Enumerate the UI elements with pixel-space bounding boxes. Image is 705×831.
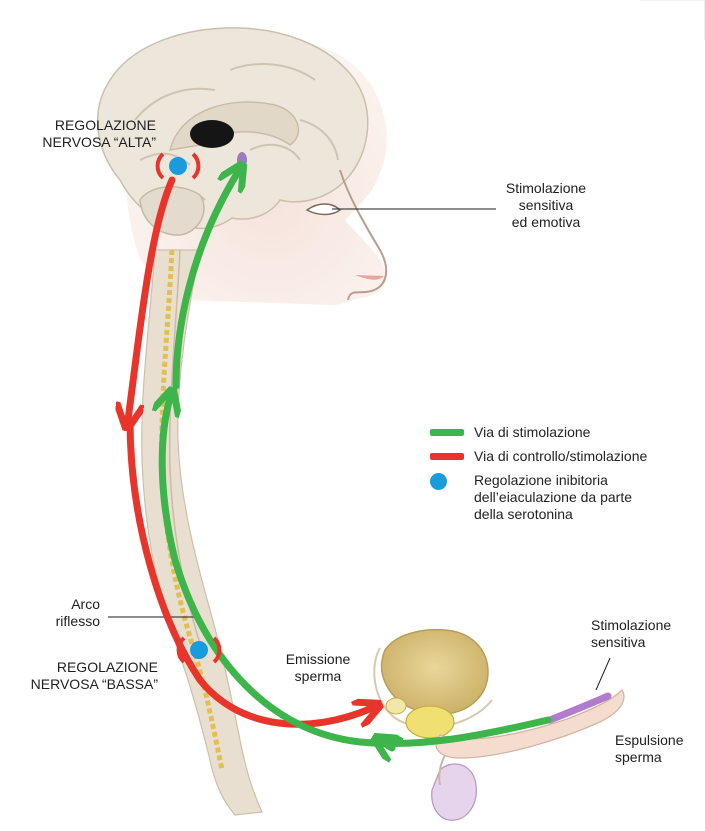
label-sperm-expulsion: Espulsione sperma: [615, 732, 703, 766]
prostate: [406, 706, 454, 738]
legend-label: Regolazione inibitoria: [474, 472, 632, 489]
label-lower-regulation: REGOLAZIONE NERVOSA “BASSA”: [4, 659, 158, 693]
legend-label: dell’eiaculazione da parte: [474, 489, 632, 506]
legend-label: Via di stimolazione: [474, 424, 590, 441]
testis: [432, 764, 477, 820]
label-sensory-emotional: Stimolazione sensitiva ed emotiva: [496, 180, 596, 231]
legend-item-serotonin: Regolazione inibitoria dell’eiaculazione…: [430, 472, 647, 523]
legend-label: Via di controllo/stimolazione: [474, 448, 647, 465]
label-sensory-stimulation: Stimolazione sensitiva: [591, 617, 701, 651]
legend: Via di stimolazione Via di controllo/sti…: [430, 424, 647, 530]
lower-serotonin-dot: [190, 641, 208, 659]
legend-item-control: Via di controllo/stimolazione: [430, 448, 647, 465]
red-line-swatch: [430, 453, 464, 460]
pelvic-illustration: [374, 630, 624, 821]
blue-dot-icon: [430, 473, 447, 490]
hypothalamus-spot: [237, 152, 247, 168]
legend-item-stimulation: Via di stimolazione: [430, 424, 647, 441]
label-reflex-arc: Arco riflesso: [20, 596, 100, 630]
page-corner: [640, 0, 705, 40]
label-upper-regulation: REGOLAZIONE NERVOSA “ALTA”: [6, 117, 156, 151]
brain-ventricle: [190, 120, 234, 148]
legend-label: della serotonina: [474, 506, 632, 523]
upper-serotonin-dot: [169, 157, 187, 175]
label-sperm-emission: Emissione sperma: [273, 651, 363, 685]
green-line-swatch: [430, 429, 464, 436]
leader-line-sensitive: [596, 658, 610, 690]
spinal-column: [142, 250, 262, 815]
head-illustration: [98, 28, 387, 305]
